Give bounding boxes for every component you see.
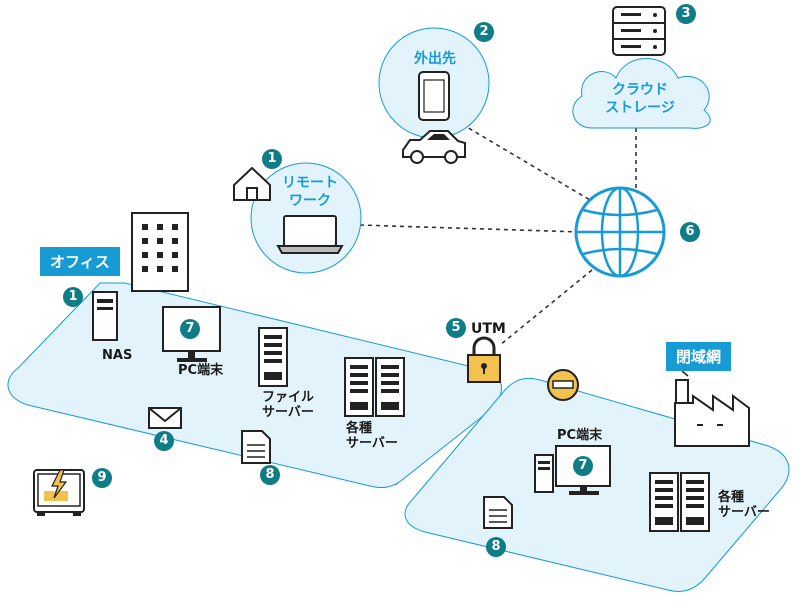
file-server-label-line1: ファイル xyxy=(262,390,315,405)
smartphone-icon xyxy=(418,71,450,121)
link-remote-internet xyxy=(359,224,581,233)
closed-pc-tower-icon xyxy=(534,454,554,493)
remote-work-label-line2: ワーク xyxy=(289,193,331,209)
marker-4-mail: 4 xyxy=(154,431,174,451)
cloud-label-line2: ストレージ xyxy=(605,100,675,116)
file-server-label: ファイル サーバー xyxy=(262,390,314,420)
file-server-label-line2: サーバー xyxy=(262,405,314,420)
nas-label: NAS xyxy=(102,348,133,363)
marker-6-internet: 6 xyxy=(680,222,700,242)
outside-label: 外出先 xyxy=(414,51,456,67)
marker-8-office: 8 xyxy=(260,465,280,485)
mail-icon xyxy=(148,407,182,429)
padlock-icon xyxy=(467,336,501,383)
marker-7-closed-pc: 7 xyxy=(573,456,593,476)
globe-icon xyxy=(574,186,666,278)
marker-9-battery: 9 xyxy=(92,468,112,488)
pc-label: PC端末 xyxy=(178,363,224,378)
office-tag: オフィス xyxy=(40,247,120,276)
marker-5-utm: 5 xyxy=(446,318,466,338)
laptop-icon xyxy=(276,215,344,254)
marker-1-nas: 1 xyxy=(63,287,83,307)
closed-network-tag: 閉域網 xyxy=(666,342,732,371)
servers-label: 各種 サーバー xyxy=(346,421,398,451)
closed-servers-label-line1: 各種 xyxy=(718,490,745,505)
factory-icon xyxy=(674,370,750,447)
closed-pc-label: PC端末 xyxy=(557,428,603,443)
remote-work-label: リモート ワーク xyxy=(270,174,350,210)
marker-3-cloud: 3 xyxy=(676,4,696,24)
document-icon xyxy=(241,430,271,464)
marker-7-pc: 7 xyxy=(180,319,200,339)
cloud-label-line1: クラウド xyxy=(612,82,668,98)
nas-icon xyxy=(92,291,118,341)
cloud-icon xyxy=(572,58,711,129)
servers-label-line2: サーバー xyxy=(346,436,398,451)
link-internet-utm xyxy=(499,269,593,346)
battery-icon xyxy=(33,469,85,516)
closed-document-icon xyxy=(483,496,513,529)
no-entry-icon xyxy=(547,369,579,401)
car-icon xyxy=(402,130,466,164)
closed-servers-label-line2: サーバー xyxy=(718,505,770,520)
remote-work-label-line1: リモート xyxy=(282,175,338,191)
house-icon xyxy=(233,166,271,201)
link-outside-internet xyxy=(454,119,591,201)
marker-2-outside: 2 xyxy=(474,22,494,42)
utm-label: UTM xyxy=(471,321,506,337)
cloud-label: クラウド ストレージ xyxy=(595,81,685,117)
marker-1-remote: 1 xyxy=(262,149,282,169)
closed-servers-label: 各種 サーバー xyxy=(718,490,770,520)
marker-8-closed: 8 xyxy=(486,537,506,557)
building-icon xyxy=(131,212,189,292)
database-icon xyxy=(612,6,666,56)
file-server-icon xyxy=(258,327,288,387)
servers-label-line1: 各種 xyxy=(346,421,373,436)
